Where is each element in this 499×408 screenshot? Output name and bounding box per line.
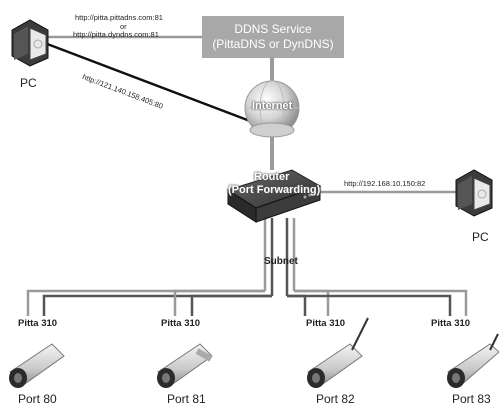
ddns-url-bottom: http://pitta.dyndns.com:81 — [73, 30, 159, 39]
camera-links — [26, 289, 468, 316]
camera-port-2: Port 81 — [167, 392, 206, 406]
router-sub-label: (Port Forwarding) — [228, 184, 321, 196]
ddns-service-box: DDNS Service (PittaDNS or DynDNS) — [202, 16, 344, 58]
camera-icon-3 — [307, 317, 369, 388]
internet-globe-icon — [244, 80, 300, 138]
pc-label-left: PC — [20, 76, 37, 90]
ddns-title: DDNS Service — [234, 22, 312, 36]
pc-internet-link — [41, 40, 251, 123]
camera-port-3: Port 82 — [316, 392, 355, 406]
pc-icon-right — [455, 169, 493, 217]
router-icon — [226, 169, 322, 223]
pc-icon-left — [11, 19, 49, 67]
camera-icon-4 — [447, 333, 499, 388]
camera-model-4: Pitta 310 — [431, 318, 471, 329]
camera-port-4: Port 83 — [452, 392, 491, 406]
camera-model-2: Pitta 310 — [161, 318, 201, 329]
subnet-label: Subnet — [264, 256, 298, 267]
camera-model-1: Pitta 310 — [18, 318, 58, 329]
ddns-url-top: http://pitta.pittadns.com:81 — [75, 13, 163, 22]
camera-icon-2 — [157, 343, 213, 388]
ddns-or: or — [120, 22, 127, 31]
ddns-subtitle: (PittaDNS or DynDNS) — [212, 37, 334, 51]
camera-port-1: Port 80 — [18, 392, 57, 406]
lan-url: http://192.168.10.150:82 — [344, 179, 426, 188]
camera-model-3: Pitta 310 — [306, 318, 346, 329]
router-label: Router — [254, 171, 290, 183]
pc-label-right: PC — [472, 230, 489, 244]
subnet-bundle — [263, 218, 296, 296]
camera-icon-1 — [9, 343, 65, 388]
internet-label: Internet — [252, 100, 293, 112]
